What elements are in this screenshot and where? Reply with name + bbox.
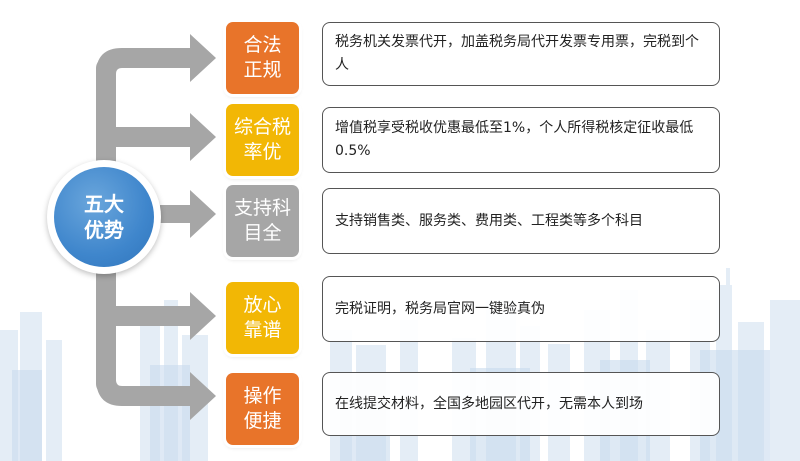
tag-line1: 合法 bbox=[243, 34, 282, 56]
tag-tax-rate: 综合税 率优 bbox=[226, 104, 299, 176]
description-text: 支持销售类、服务类、费用类、工程类等多个科目 bbox=[335, 212, 643, 229]
description-box-tax-rate: 增值税享受税收优惠最低至1%，个人所得税核定征收最低0.5% bbox=[322, 107, 720, 173]
description-box-convenient: 在线提交材料，全国多地园区代开，无需本人到场 bbox=[322, 372, 720, 436]
tag-line2: 目全 bbox=[243, 222, 282, 244]
tag-line2: 靠谱 bbox=[243, 319, 282, 341]
tag-line2: 率优 bbox=[243, 141, 282, 163]
tag-line1: 综合税 bbox=[233, 116, 291, 138]
description-text: 完税证明，税务局官网一键验真伪 bbox=[335, 300, 545, 317]
description-box-subjects: 支持销售类、服务类、费用类、工程类等多个科目 bbox=[322, 188, 720, 254]
description-text: 税务机关发票代开，加盖税务局代开发票专用票，完税到个人 bbox=[335, 34, 699, 73]
tag-reliable: 放心 靠谱 bbox=[226, 282, 299, 354]
description-box-reliable: 完税证明，税务局官网一键验真伪 bbox=[322, 276, 720, 342]
tag-line1: 放心 bbox=[243, 294, 282, 316]
hub-title-line2: 优势 bbox=[84, 218, 124, 242]
tag-convenient: 操作 便捷 bbox=[226, 373, 299, 445]
description-text: 在线提交材料，全国多地园区代开，无需本人到场 bbox=[335, 395, 643, 412]
tag-legal-compliant: 合法 正规 bbox=[226, 22, 299, 94]
description-box-legal-compliant: 税务机关发票代开，加盖税务局代开发票专用票，完税到个人 bbox=[322, 22, 720, 86]
hub-title-line1: 五大 bbox=[84, 192, 124, 216]
tag-line1: 支持科 bbox=[233, 197, 291, 219]
tag-subjects: 支持科 目全 bbox=[226, 185, 299, 257]
tag-line2: 便捷 bbox=[243, 410, 282, 432]
hub-label: 五大 优势 bbox=[54, 167, 154, 267]
hub-circle: 五大 优势 bbox=[47, 160, 161, 274]
tag-line2: 正规 bbox=[243, 59, 282, 81]
tag-line1: 操作 bbox=[243, 385, 282, 407]
description-text: 增值税享受税收优惠最低至1%，个人所得税核定征收最低0.5% bbox=[335, 120, 694, 159]
